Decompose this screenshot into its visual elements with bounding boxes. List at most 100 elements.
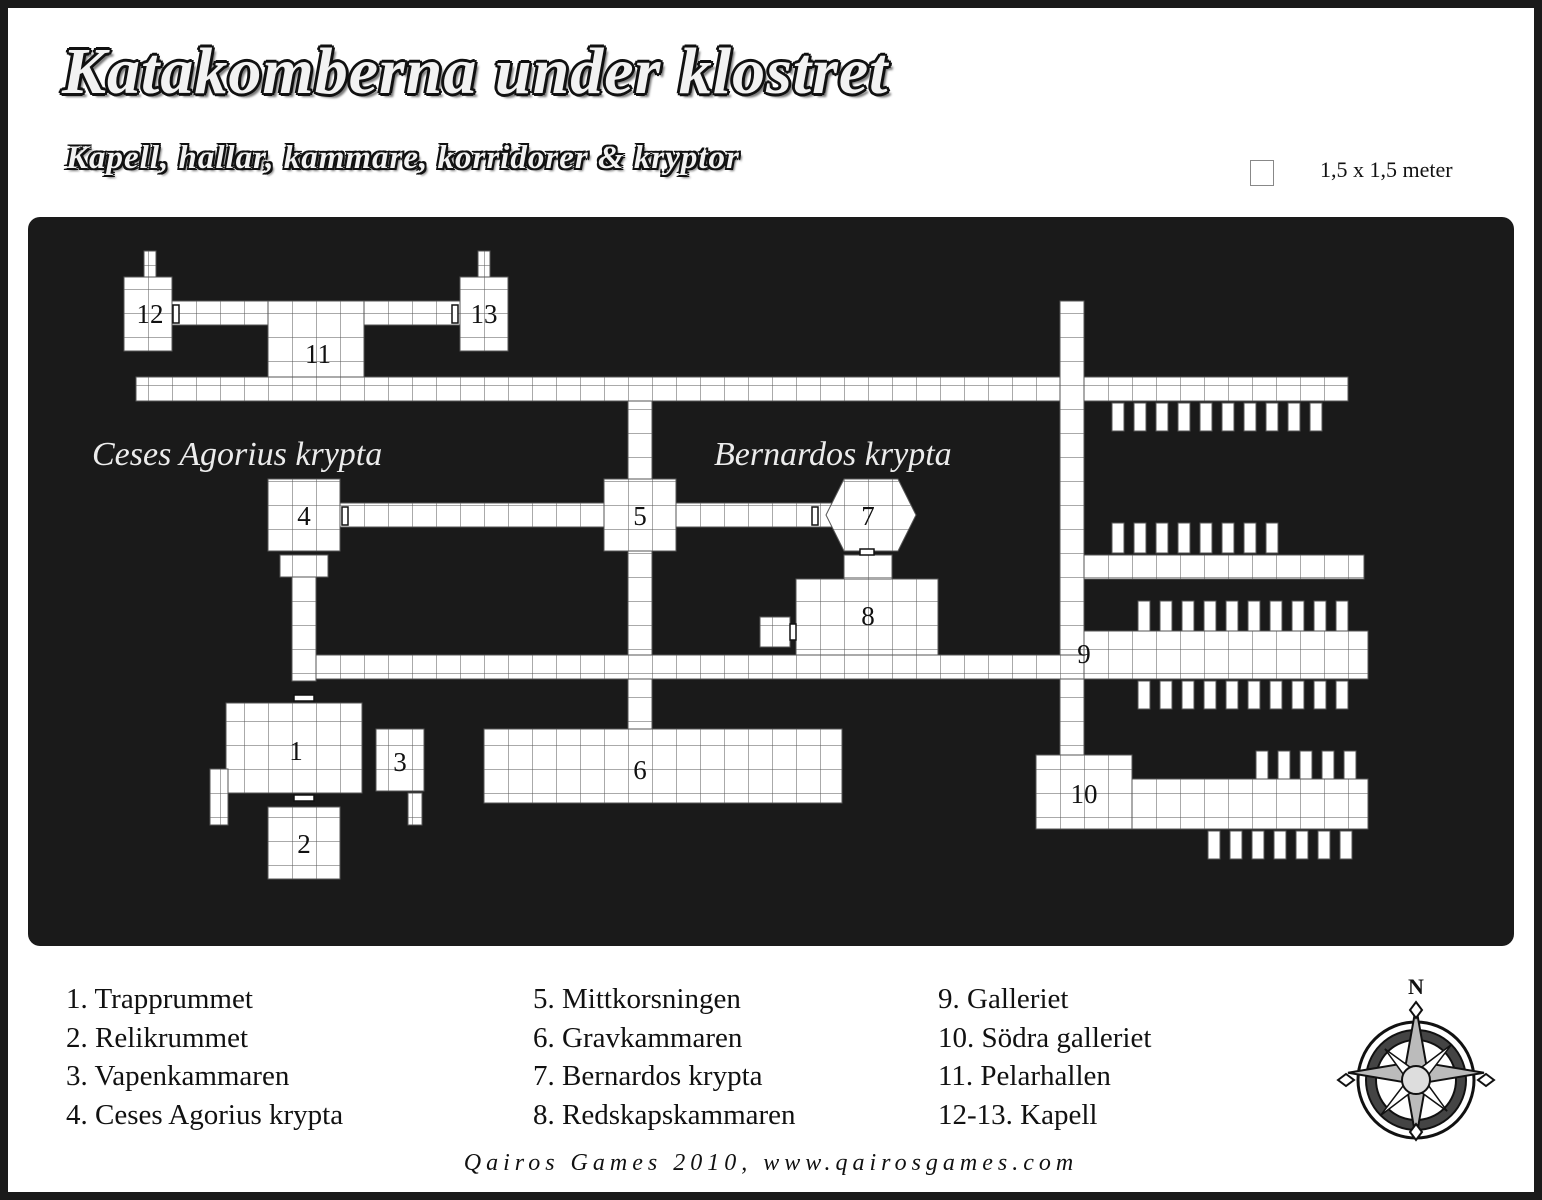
burial-niche: [1343, 750, 1357, 780]
burial-niche: [1339, 830, 1353, 860]
burial-niche: [1251, 830, 1265, 860]
legend-item: 5. Mittkorsningen: [533, 983, 741, 1015]
legend-item: 10. Södra galleriet: [938, 1021, 1152, 1054]
burial-niche: [1295, 830, 1309, 860]
legend-item: 2. Relikrummet: [66, 1021, 249, 1054]
room-4-annex: [279, 554, 329, 578]
burial-niche: [1317, 830, 1331, 860]
room-number-13: 13: [471, 299, 498, 329]
burial-niche: [1181, 680, 1195, 710]
burial-niche: [1221, 402, 1235, 432]
burial-niche: [1225, 680, 1239, 710]
burial-niche: [1265, 522, 1279, 554]
legend-item: 3. Vapenkammaren: [66, 1060, 290, 1092]
burial-niche: [1309, 402, 1323, 432]
burial-niche: [1177, 522, 1191, 554]
burial-niche: [1203, 680, 1217, 710]
room-number-10: 10: [1071, 779, 1098, 809]
room-number-4: 4: [297, 501, 311, 531]
burial-niche: [1159, 680, 1173, 710]
top-corridor: [135, 376, 1349, 402]
legend-item: 11. Pelarhallen: [938, 1060, 1111, 1092]
room-5: [603, 478, 677, 552]
room-4: [267, 478, 341, 552]
legend-item: 7. Bernardos krypta: [533, 1060, 763, 1092]
stairs-3: [407, 792, 423, 826]
burial-niche: [1277, 750, 1291, 780]
room-number-9: 9: [1077, 639, 1091, 669]
burial-niche: [1111, 402, 1125, 432]
east-corridor: [1059, 300, 1085, 782]
scale-label: 1,5 x 1,5 meter: [1320, 157, 1453, 182]
burial-niche: [1155, 522, 1169, 554]
burial-niche: [1321, 750, 1335, 780]
room-6: [483, 728, 843, 804]
map-background: [28, 217, 1514, 946]
room-10: [1035, 754, 1133, 830]
footer-credit: Qairos Games 2010, www.qairosgames.com: [463, 1150, 1079, 1176]
map-title: Katakomberna under klostret: [62, 35, 889, 108]
legend-column-2: 5. Mittkorsningen 6. Gravkammaren 7. Ber…: [533, 980, 796, 1134]
room-number-5: 5: [633, 501, 647, 531]
burial-niche: [1177, 402, 1191, 432]
west-corridor: [291, 576, 317, 682]
room-number-6: 6: [633, 755, 647, 785]
region-label-ceses: Ceses Agorius krypta: [92, 436, 382, 473]
room-11: [267, 300, 365, 378]
room-8-neck: [843, 554, 893, 580]
room-number-12: 12: [137, 299, 164, 329]
burial-niche: [1199, 402, 1213, 432]
legend-column-3: 9. Galleriet 10. Södra galleriet 11. Pel…: [938, 980, 1151, 1134]
stairs-1: [209, 768, 229, 826]
legend-item: 1. Trapprummet: [66, 983, 253, 1015]
legend-item: 8. Redskapskammaren: [533, 1098, 796, 1131]
burial-niche: [1265, 402, 1279, 432]
room-number-2: 2: [297, 829, 311, 859]
burial-niche: [1207, 830, 1221, 860]
burial-niche: [1229, 830, 1243, 860]
burial-niche: [1273, 830, 1287, 860]
room-8: [795, 578, 939, 656]
burial-niche: [1313, 600, 1327, 632]
burial-niche: [1291, 680, 1305, 710]
burial-niche: [1287, 402, 1301, 432]
room-3: [375, 728, 425, 792]
burial-niche: [1335, 600, 1349, 632]
gallery-9: [1083, 630, 1369, 680]
legend-item: 9. Galleriet: [938, 983, 1069, 1015]
stairs-12: [143, 250, 157, 278]
burial-niche: [1247, 600, 1261, 632]
burial-niche: [1225, 600, 1239, 632]
burial-niche: [1255, 750, 1269, 780]
room-7: [825, 478, 917, 552]
south-gallery: [1131, 778, 1369, 830]
burial-niche: [1269, 680, 1283, 710]
burial-niche: [1155, 402, 1169, 432]
map-subtitle: Kapell, hallar, kammare, korridorer & kr…: [66, 140, 740, 176]
central-corridor: [627, 400, 653, 732]
burial-niche: [1159, 600, 1173, 632]
burial-niche: [1199, 522, 1213, 554]
burial-niche: [1299, 750, 1313, 780]
burial-niche: [1133, 522, 1147, 554]
legend-item: 4. Ceses Agorius krypta: [66, 1098, 344, 1131]
gallery-row-a: [1083, 554, 1365, 580]
legend-column-1: 1. Trapprummet 2. Relikrummet 3. Vapenka…: [66, 980, 343, 1134]
stairs-13: [477, 250, 491, 278]
burial-niche: [1203, 600, 1217, 632]
burial-niche: [1133, 402, 1147, 432]
burial-niche: [1137, 600, 1151, 632]
room-12: [123, 276, 173, 352]
room-8-closet: [759, 616, 791, 648]
burial-niche: [1243, 402, 1257, 432]
scale-square-icon: [1250, 160, 1274, 186]
room-number-8: 8: [861, 601, 875, 631]
compass-rose-icon: N: [1336, 974, 1496, 1142]
room-1: [225, 702, 363, 794]
room-number-7: 7: [861, 501, 875, 531]
burial-niche: [1111, 522, 1125, 554]
burial-niche: [1335, 680, 1349, 710]
burial-niche: [1291, 600, 1305, 632]
burial-niche: [1221, 522, 1235, 554]
